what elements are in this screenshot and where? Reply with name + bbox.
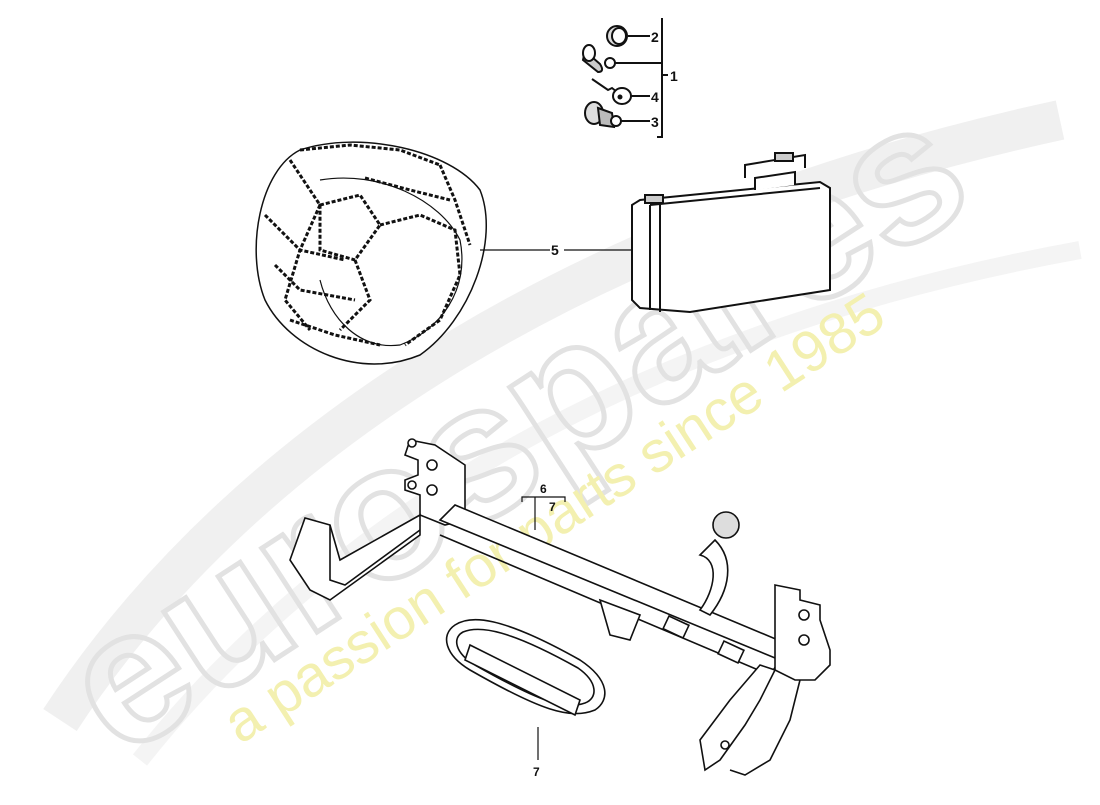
callout-6: 6 (540, 482, 547, 496)
lock-set (581, 18, 668, 138)
callout-7-insert: 7 (533, 765, 540, 779)
bumper-insert (445, 618, 606, 717)
callout-4: 4 (651, 89, 659, 105)
callout-7-hitch: 7 (549, 500, 556, 514)
callout-5: 5 (551, 242, 559, 258)
callout-1: 1 (670, 68, 678, 84)
callout-6-7-bracket (521, 496, 566, 760)
chain-case (631, 152, 831, 314)
callout-3: 3 (651, 114, 659, 130)
tow-hitch (289, 438, 831, 776)
snow-chain-tire (255, 141, 487, 365)
callout-2: 2 (651, 29, 659, 45)
